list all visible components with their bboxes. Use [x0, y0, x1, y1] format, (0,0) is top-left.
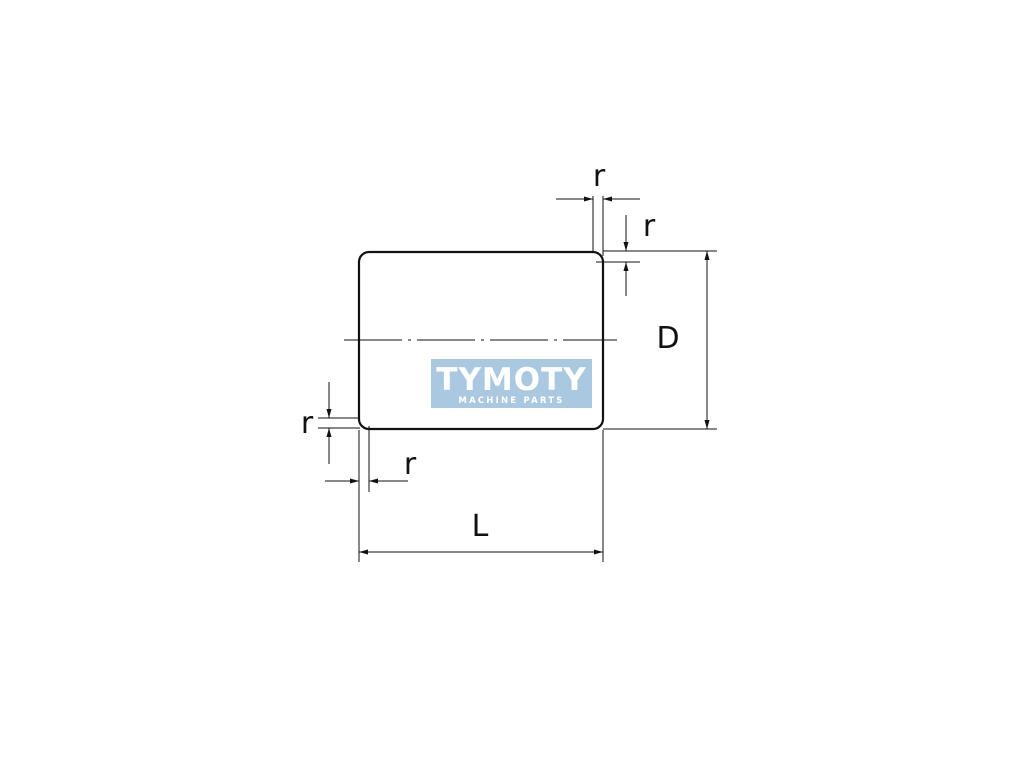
watermark-title: TYMOTY [436, 362, 586, 398]
radius-top-horizontal-label: r [593, 159, 606, 194]
watermark-logo: TYMOTY MACHINE PARTS [431, 359, 592, 408]
radius-bottom-horizontal-label: r [404, 447, 417, 482]
watermark-background [431, 359, 592, 408]
diameter-label: D [656, 321, 679, 356]
radius-top-vertical-label: r [643, 209, 656, 244]
radius-bottom-vertical-label: r [301, 406, 314, 441]
watermark-subtitle: MACHINE PARTS [458, 396, 564, 406]
length-label: L [472, 509, 489, 544]
